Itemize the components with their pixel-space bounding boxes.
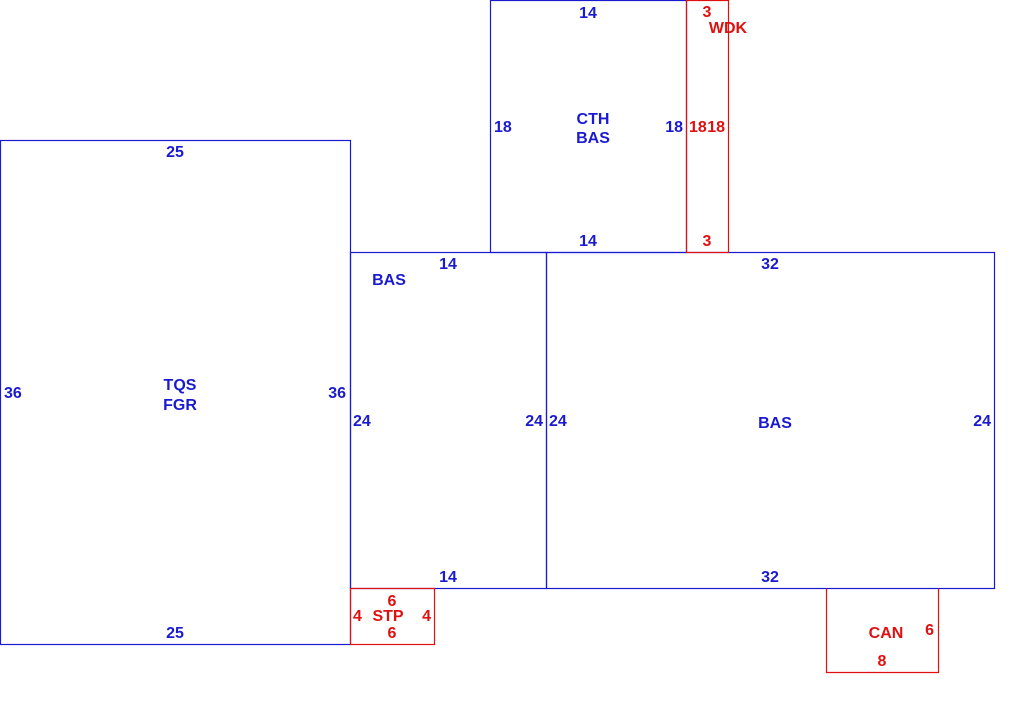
stp-label: STP <box>372 608 403 625</box>
bas-main-bottom-dimension: 32 <box>761 569 779 586</box>
garage-code-1: TQS <box>164 377 197 394</box>
garage-left-dimension: 36 <box>4 385 22 402</box>
can-right-dimension: 6 <box>925 622 934 639</box>
cth-left-dimension: 18 <box>494 119 512 136</box>
wdk-left-dimension: 18 <box>689 119 707 136</box>
bas-main-left-dimension: 24 <box>549 413 567 430</box>
bas-left-outline <box>349 251 548 590</box>
bas-main-outline <box>545 251 996 590</box>
stp-top-dimension: 6 <box>388 593 397 610</box>
garage-code-2: FGR <box>163 397 197 414</box>
cth-code-1: CTH <box>577 111 610 128</box>
garage-bottom-dimension: 25 <box>166 625 184 642</box>
bas-main-top-dimension: 32 <box>761 256 779 273</box>
bas-main-label: BAS <box>758 415 792 432</box>
bas-left-top-dimension: 14 <box>439 256 457 273</box>
can-bottom-dimension: 8 <box>878 653 887 670</box>
cth-code-2: BAS <box>576 130 610 147</box>
stp-left-dimension: 4 <box>353 608 362 625</box>
cth-top-dimension: 14 <box>579 5 597 22</box>
garage-right-dimension: 36 <box>328 385 346 402</box>
stp-right-dimension: 4 <box>422 608 431 625</box>
stp-bottom-dimension: 6 <box>388 625 397 642</box>
can-outline <box>825 588 940 674</box>
wdk-top-dimension: 3 <box>703 4 712 21</box>
wdk-right-dimension: 18 <box>707 119 725 136</box>
bas-left-right-dimension: 24 <box>525 413 543 430</box>
cth-bottom-dimension: 14 <box>579 233 597 250</box>
wdk-label: WDK <box>709 20 748 37</box>
bas-left-bottom-dimension: 14 <box>439 569 457 586</box>
garage-top-dimension: 25 <box>166 144 184 161</box>
bas-main-right-dimension: 24 <box>973 413 991 430</box>
bas-left-label: BAS <box>372 272 406 289</box>
wdk-bottom-dimension: 3 <box>703 233 712 250</box>
cth-right-dimension: 18 <box>665 119 683 136</box>
stp-outline <box>349 587 436 646</box>
bas-left-left-dimension: 24 <box>353 413 371 430</box>
can-label: CAN <box>869 625 904 642</box>
wdk-outline <box>685 0 730 254</box>
